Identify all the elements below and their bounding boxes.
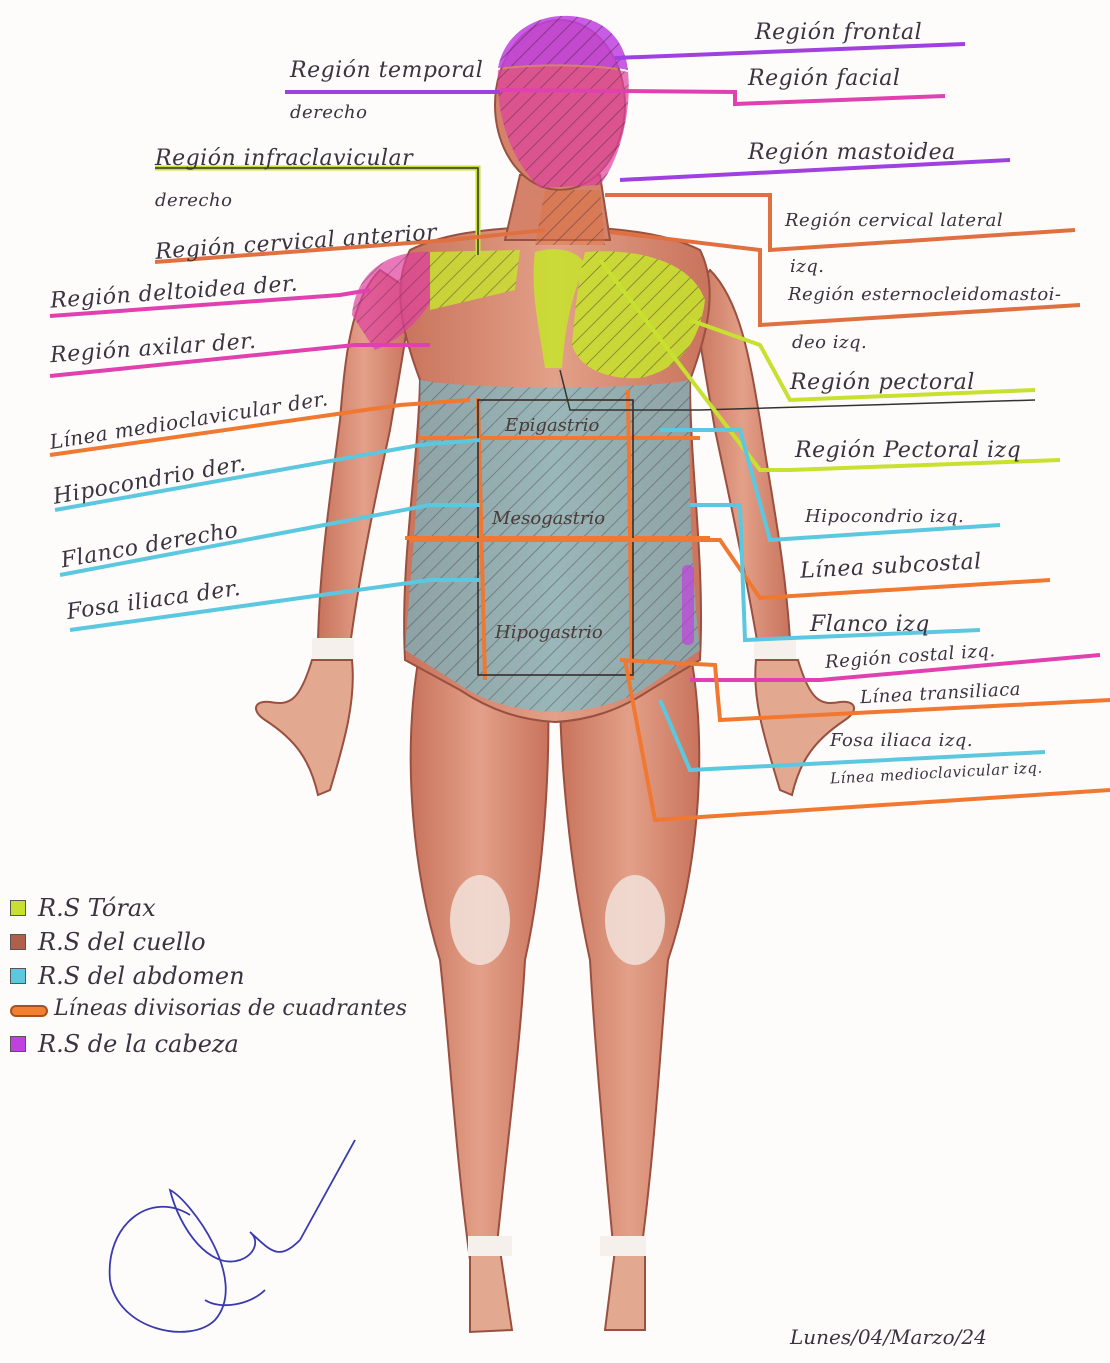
- legend-swatch-lineas: [10, 1005, 48, 1017]
- legend-label-abdomen: R.S del abdomen: [38, 962, 245, 990]
- label-region-temporal: Región temporal: [290, 60, 483, 82]
- label-hipogastrio: Hipogastrio: [495, 622, 603, 643]
- label-region-cervical-lateral: Región cervical lateral: [785, 212, 1003, 230]
- label-region-esternocleidomastoideo-2: deo izq.: [792, 334, 867, 352]
- legend-swatch-torax: [10, 900, 26, 916]
- label-region-mastoidea: Región mastoidea: [748, 142, 956, 164]
- legend-label-torax: R.S Tórax: [38, 894, 156, 922]
- date-label: Lunes/04/Marzo/24: [790, 1325, 987, 1349]
- label-region-esternocleidomastoideo: Región esternocleidomastoi-: [788, 286, 1062, 304]
- label-fosa-iliaca-izq: Fosa iliaca izq.: [830, 732, 973, 750]
- legend-swatch-cabeza: [10, 1036, 26, 1052]
- label-region-infraclavicular-2: derecho: [155, 192, 232, 210]
- label-region-facial: Región facial: [748, 68, 900, 90]
- label-region-cervical-lateral-2: izq.: [790, 258, 824, 276]
- label-region-frontal: Región frontal: [755, 22, 922, 44]
- label-region-pectoral-izq: Región Pectoral izq: [795, 440, 1021, 462]
- right-hand: [256, 660, 353, 795]
- signature: [110, 1140, 355, 1332]
- label-hipocondrio-izq: Hipocondrio izq.: [805, 508, 964, 526]
- legend-label-lineas: Líneas divisorias de cuadrantes: [54, 996, 407, 1021]
- legend-swatch-cuello: [10, 934, 26, 950]
- label-region-temporal-2: derecho: [290, 104, 367, 122]
- label-flanco-izq: Flanco izq: [810, 614, 930, 636]
- legend-swatch-abdomen: [10, 968, 26, 984]
- label-region-infraclavicular: Región infraclavicular: [155, 148, 413, 170]
- label-epigastrio: Epigastrio: [505, 415, 599, 436]
- label-mesogastrio: Mesogastrio: [492, 508, 605, 529]
- label-region-pectoral: Región pectoral: [790, 372, 975, 394]
- legend-label-cuello: R.S del cuello: [38, 928, 206, 956]
- legend-label-cabeza: R.S de la cabeza: [38, 1030, 239, 1058]
